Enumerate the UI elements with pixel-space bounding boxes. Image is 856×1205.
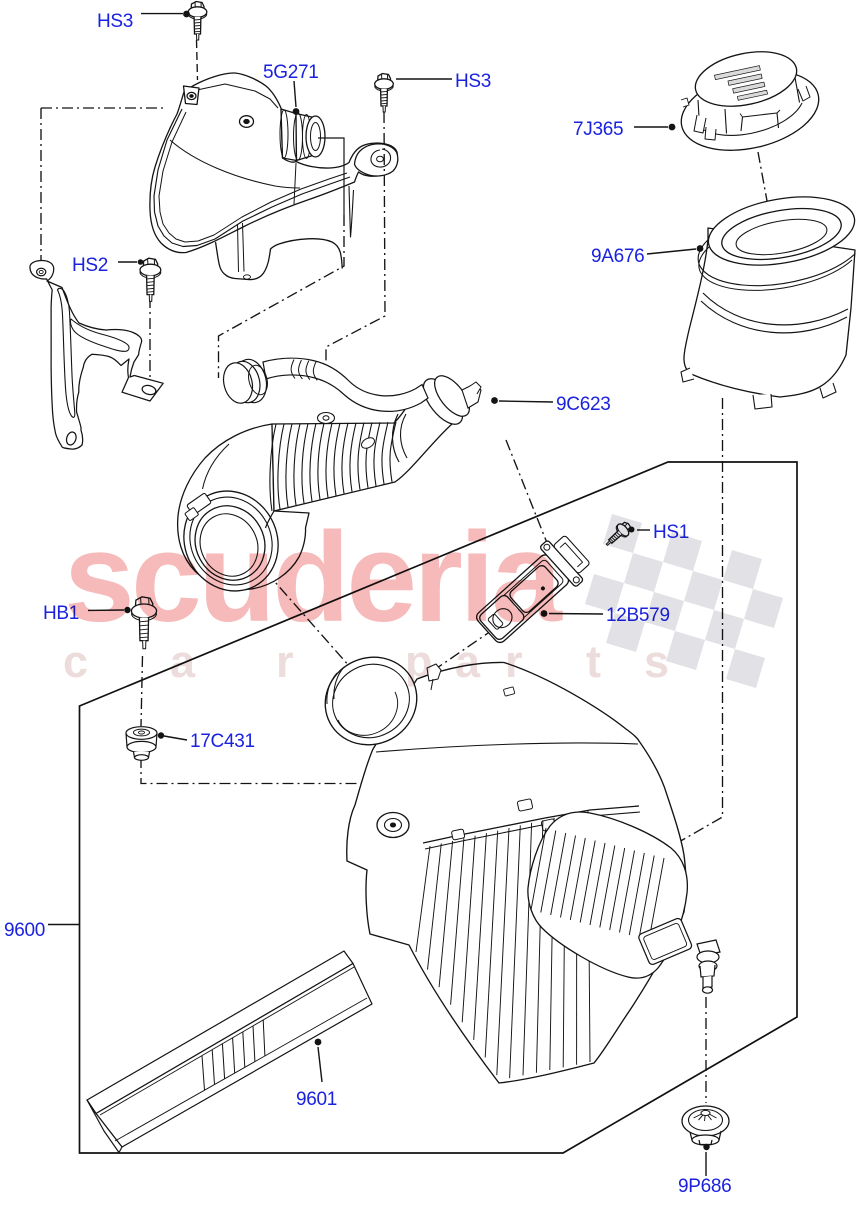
svg-text:r: r — [276, 636, 294, 687]
svg-text:9C623: 9C623 — [556, 394, 611, 415]
svg-text:5G271: 5G271 — [263, 62, 319, 83]
svg-text:17C431: 17C431 — [190, 731, 255, 752]
svg-text:9601: 9601 — [296, 1089, 337, 1110]
svg-text:s: s — [644, 636, 669, 687]
svg-text:p: p — [405, 636, 433, 687]
svg-text:a: a — [455, 636, 481, 687]
svg-text:a: a — [170, 636, 196, 687]
svg-text:HS2: HS2 — [72, 255, 108, 276]
svg-text:HS3: HS3 — [455, 71, 491, 92]
svg-text:t: t — [586, 636, 601, 687]
svg-text:HS3: HS3 — [97, 11, 133, 32]
svg-text:scuderia: scuderia — [64, 506, 563, 648]
svg-text:r: r — [505, 636, 523, 687]
svg-text:9A676: 9A676 — [591, 246, 644, 267]
svg-text:9600: 9600 — [4, 920, 45, 941]
svg-text:HB1: HB1 — [43, 603, 79, 624]
svg-text:c: c — [63, 636, 88, 687]
svg-text:9P686: 9P686 — [678, 1176, 731, 1197]
svg-text:7J365: 7J365 — [573, 119, 623, 140]
